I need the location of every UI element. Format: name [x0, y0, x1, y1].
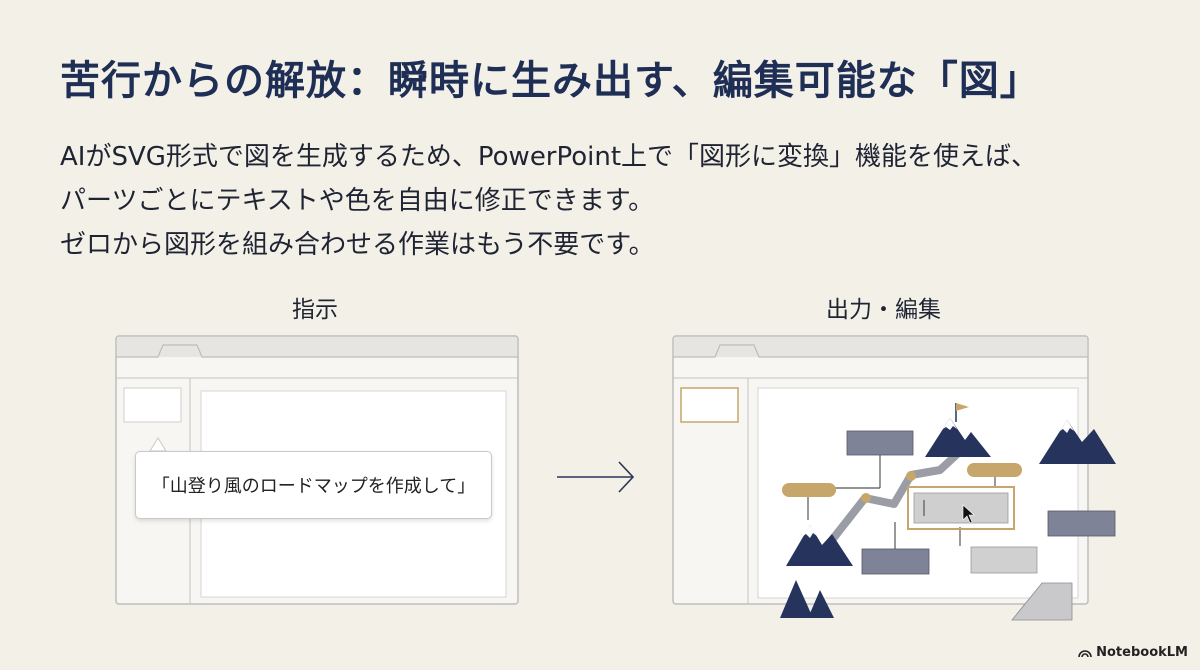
- gold-pill-1: [782, 483, 836, 497]
- gold-pills: [782, 463, 1022, 497]
- prompt-bubble: 「山登り風のロードマップを作成して」: [135, 451, 492, 519]
- mountain-icon: [780, 580, 834, 618]
- selected-text-box: [907, 486, 1015, 530]
- gray-slope-shape: [1011, 582, 1073, 621]
- roadmap-nodes: [861, 471, 916, 503]
- slate-boxes: [846, 430, 1116, 575]
- brand-name: NotebookLM: [1096, 645, 1188, 660]
- output-window-tab: [673, 344, 1088, 358]
- instruction-slide-thumbnail: [123, 387, 182, 423]
- slide-title: 苦行からの解放：瞬時に生み出す、編集可能な「図」: [60, 58, 1041, 104]
- instruction-window-titlebar: [117, 337, 517, 357]
- flag-icon: [955, 403, 969, 422]
- slate-box-2: [861, 548, 930, 575]
- body-line-2: パーツごとにテキストや色を自由に修正できます。: [60, 186, 655, 216]
- gold-pill-2: [967, 463, 1022, 477]
- roadmap-path: [828, 441, 971, 544]
- mountain-icon: [925, 418, 991, 457]
- brand-mark: NotebookLM: [1078, 645, 1188, 660]
- mountain-icon: [1039, 420, 1116, 464]
- notebooklm-logo-icon: [1078, 649, 1092, 657]
- cursor-arrow-icon: [962, 504, 975, 524]
- mountain-icon: [786, 525, 853, 566]
- instruction-window-tab: [116, 344, 518, 358]
- output-window-titlebar: [674, 337, 1087, 357]
- body-line-3: ゼロから図形を組み合わせる作業はもう不要です。: [60, 230, 655, 260]
- body-line-1: AIがSVG形式で図を生成するため、PowerPoint上で「図形に変換」機能を…: [60, 142, 1038, 172]
- slide-body: AIがSVG形式で図を生成するため、PowerPoint上で「図形に変換」機能を…: [60, 135, 1037, 267]
- gray-box: [970, 546, 1038, 574]
- panel-label-instruction: 指示: [292, 297, 338, 323]
- arrow-right-icon: [557, 461, 635, 493]
- slate-box-1: [846, 430, 914, 456]
- panel-label-output: 出力・編集: [826, 297, 941, 323]
- output-slide-thumbnail-selected: [680, 387, 739, 423]
- slate-box-3: [1047, 510, 1116, 537]
- output-window: [672, 335, 1116, 621]
